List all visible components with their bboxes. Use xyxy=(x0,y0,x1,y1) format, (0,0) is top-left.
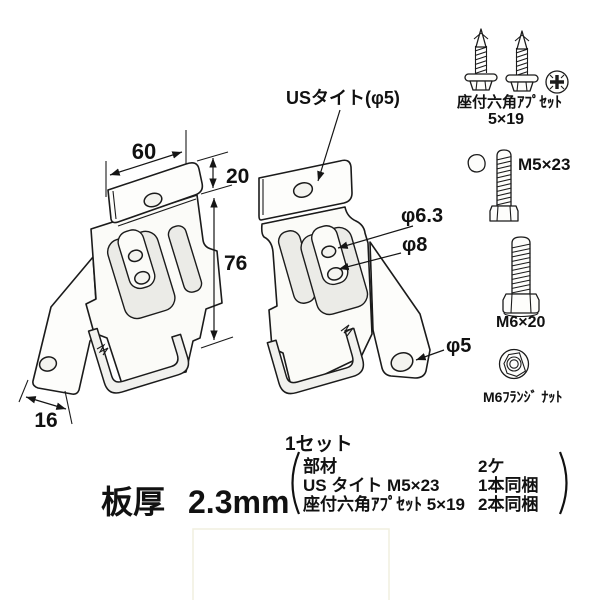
left-hole-lower xyxy=(134,270,151,285)
bolt-m5-drawing: M5×23 xyxy=(467,149,570,222)
set-row-3: 座付六角ｱﾌﾟｾｯﾄ 5×19 2本同梱 xyxy=(303,494,538,514)
wing-hole-label: φ5 xyxy=(446,335,471,357)
left-flange-hole xyxy=(143,192,163,208)
screw-2 xyxy=(505,30,539,92)
screw-set-label-line1: 座付六角ｱﾌﾟｾｯﾄ xyxy=(456,93,562,111)
right-flange-hole xyxy=(292,182,314,198)
left-hook-tab xyxy=(96,343,109,356)
left-bracket-wing xyxy=(32,256,99,395)
set-row-1: 部材 2ケ xyxy=(303,456,504,476)
dimensions: 60 20 76 16 xyxy=(18,130,249,432)
left-bottom-hook xyxy=(87,327,190,394)
left-hole-upper xyxy=(127,249,144,263)
hole-upper-label: φ6.3 xyxy=(401,205,443,227)
left-bracket-drawing xyxy=(32,162,223,395)
right-hole-lower xyxy=(326,266,344,281)
right-bracket-drawing xyxy=(258,159,431,395)
faint-box xyxy=(192,528,390,600)
dim-16-label: 16 xyxy=(34,409,57,432)
set-row-item: US タイト M5×23 xyxy=(303,476,440,495)
set-row-qty: 2ケ xyxy=(478,457,504,476)
screw-1 xyxy=(464,28,498,91)
left-side-slot xyxy=(167,225,203,293)
paren-right xyxy=(558,451,568,515)
bolt-m5-head-top-view xyxy=(467,154,486,173)
dim-60-label: 60 xyxy=(132,139,156,164)
footer-spec: 板厚 2.3mm 1セット 部材 2ケ US タイト M5×23 1本同梱 座付… xyxy=(101,434,568,520)
set-row-2: US タイト M5×23 1本同梱 xyxy=(303,475,538,495)
set-row-qty: 2本同梱 xyxy=(478,494,538,514)
us-tight-label: USタイト(φ5) xyxy=(286,88,400,108)
bolt-m6-drawing: M6×20 xyxy=(496,236,545,331)
dim-20-label: 20 xyxy=(226,165,249,188)
paren-left xyxy=(291,451,301,515)
right-hook-tab xyxy=(340,324,354,337)
callouts: USタイト(φ5) φ6.3 φ8 φ5 xyxy=(286,88,471,361)
set-row-item: 座付六角ｱﾌﾟｾｯﾄ 5×19 xyxy=(303,494,465,514)
thickness-value: 2.3mm xyxy=(188,484,289,520)
bolt-m5-label: M5×23 xyxy=(518,155,570,174)
screw-set-drawing: 座付六角ｱﾌﾟｾｯﾄ 5×19 xyxy=(456,28,569,128)
hole-lower-label: φ8 xyxy=(402,234,427,256)
flange-nut-drawing: M6ﾌﾗﾝｼﾞ ﾅｯﾄ xyxy=(483,348,562,405)
left-wing-hole xyxy=(38,356,58,372)
right-hole-upper xyxy=(321,245,337,259)
right-wing-hole xyxy=(390,351,414,373)
screw-set-label-line2: 5×19 xyxy=(488,111,524,128)
set-row-item: 部材 xyxy=(303,456,337,476)
dim-76-label: 76 xyxy=(224,252,247,275)
flange-nut-label: M6ﾌﾗﾝｼﾞ ﾅｯﾄ xyxy=(483,389,562,405)
set-title: 1セット xyxy=(285,434,353,455)
thickness-label: 板厚 xyxy=(101,484,165,520)
bolt-m6-label: M6×20 xyxy=(496,314,545,331)
phillips-head-top-view xyxy=(545,70,569,94)
set-row-qty: 1本同梱 xyxy=(478,475,538,495)
right-bracket-wing xyxy=(369,241,431,379)
